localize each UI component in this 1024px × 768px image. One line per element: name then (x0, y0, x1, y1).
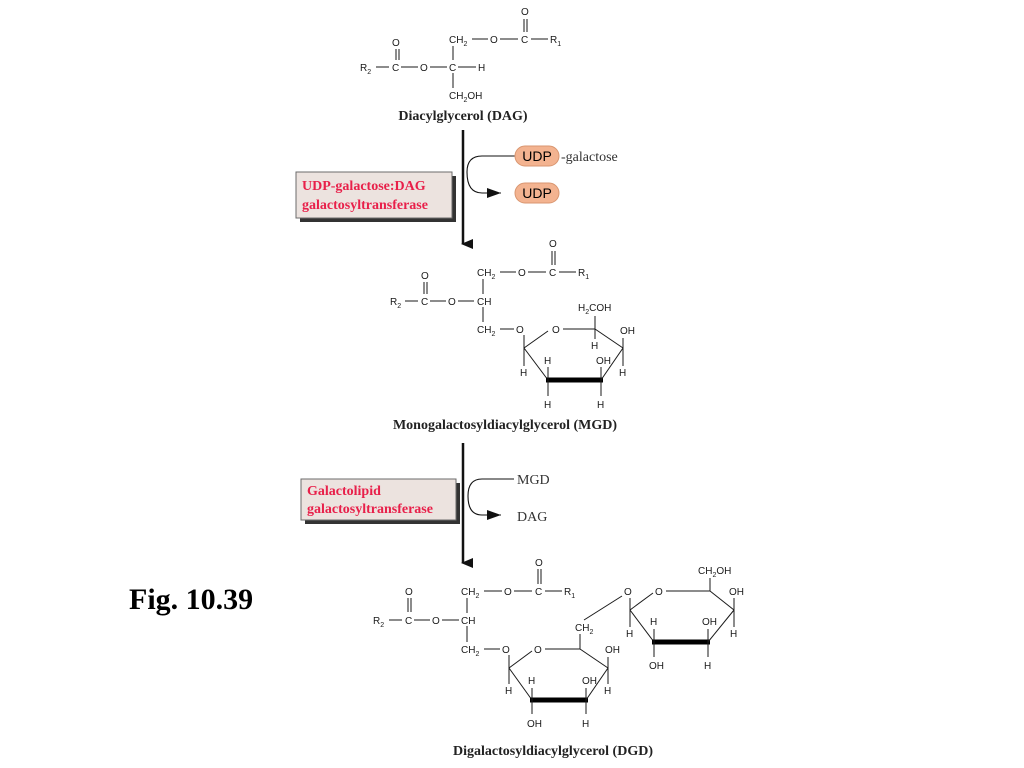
svg-text:H: H (704, 661, 711, 672)
svg-text:O: O (624, 587, 632, 598)
svg-text:O: O (405, 587, 413, 598)
svg-text:C: C (421, 297, 428, 308)
svg-text:CH: CH (461, 616, 475, 627)
svg-text:R1: R1 (550, 35, 561, 48)
svg-text:C: C (535, 587, 542, 598)
svg-text:OH: OH (620, 326, 635, 337)
dag-structure: R2 C O O C H CH2 O C O R1 CH2OH (360, 7, 561, 104)
svg-text:CH2: CH2 (477, 268, 495, 281)
figure-label: Fig. 10.39 (129, 583, 253, 616)
svg-text:C: C (521, 35, 528, 46)
svg-text:H: H (478, 63, 485, 74)
svg-text:galactosyltransferase: galactosyltransferase (307, 502, 433, 517)
svg-text:OH: OH (649, 661, 664, 672)
svg-text:CH2: CH2 (449, 35, 467, 48)
svg-text:O: O (392, 38, 400, 49)
svg-text:O: O (504, 587, 512, 598)
svg-text:H: H (597, 400, 604, 411)
enzyme-box-step2: Galactolipid galactosyltransferase (300, 478, 460, 524)
svg-text:H: H (520, 368, 527, 379)
svg-text:CH2OH: CH2OH (449, 91, 482, 104)
svg-text:C: C (405, 616, 412, 627)
svg-text:OH: OH (702, 617, 717, 628)
svg-text:C: C (549, 268, 556, 279)
svg-text:CH2: CH2 (575, 623, 593, 636)
svg-text:O: O (534, 645, 542, 656)
svg-text:OH: OH (582, 676, 597, 687)
svg-text:C: C (392, 63, 399, 74)
svg-text:O: O (420, 63, 428, 74)
mgd-label: Monogalactosyldiacylglycerol (MGD) (393, 418, 617, 433)
svg-text:UDP: UDP (522, 185, 552, 201)
svg-text:H: H (604, 686, 611, 697)
svg-text:OH: OH (605, 645, 620, 656)
svg-text:CH2: CH2 (477, 325, 495, 338)
dgd-structure: R2 C O O CH CH2 O C O R1 CH2 O O (373, 558, 744, 730)
svg-text:OH: OH (596, 356, 611, 367)
svg-text:OH: OH (527, 719, 542, 730)
svg-text:H: H (582, 719, 589, 730)
svg-text:galactosyltransferase: galactosyltransferase (302, 198, 428, 213)
svg-text:H: H (626, 629, 633, 640)
dag-product: DAG (517, 510, 547, 525)
svg-text:CH2: CH2 (461, 587, 479, 600)
svg-text:R2: R2 (360, 63, 371, 76)
svg-text:R2: R2 (390, 297, 401, 310)
svg-text:OH: OH (729, 587, 744, 598)
svg-text:H: H (528, 676, 535, 687)
svg-text:H: H (505, 686, 512, 697)
svg-text:O: O (490, 35, 498, 46)
dag-label: Diacylglycerol (DAG) (398, 109, 528, 124)
svg-text:H: H (591, 341, 598, 352)
svg-text:R1: R1 (564, 587, 575, 600)
svg-text:H: H (650, 617, 657, 628)
svg-text:R1: R1 (578, 268, 589, 281)
svg-text:O: O (535, 558, 543, 569)
svg-text:CH2: CH2 (461, 645, 479, 658)
svg-text:O: O (521, 7, 529, 18)
svg-text:H: H (619, 368, 626, 379)
svg-text:H: H (730, 629, 737, 640)
svg-text:O: O (549, 239, 557, 250)
svg-text:O: O (502, 645, 510, 656)
svg-text:UDP: UDP (522, 148, 552, 164)
svg-text:O: O (421, 271, 429, 282)
svg-text:O: O (655, 587, 663, 598)
mgd-structure: R2 C O O CH CH2 O C O R1 CH2 O O (390, 239, 635, 411)
svg-text:O: O (518, 268, 526, 279)
svg-text:O: O (516, 325, 524, 336)
svg-text:CH2OH: CH2OH (698, 566, 731, 579)
svg-text:Galactolipid: Galactolipid (307, 484, 381, 499)
svg-text:H: H (544, 400, 551, 411)
enzyme-box-step1: UDP-galactose:DAG galactosyltransferase (295, 171, 456, 222)
step1-side-arrow (466, 155, 517, 198)
svg-text:O: O (432, 616, 440, 627)
svg-text:H: H (544, 356, 551, 367)
svg-text:H2COH: H2COH (578, 303, 611, 316)
step2-side-arrow (467, 478, 514, 520)
svg-text:R2: R2 (373, 616, 384, 629)
udp-galactose-substrate: UDP -galactose (514, 145, 618, 167)
svg-text:CH: CH (477, 297, 491, 308)
svg-text:O: O (448, 297, 456, 308)
udp-product: UDP (514, 182, 560, 204)
mgd-substrate: MGD (517, 473, 550, 488)
svg-text:O: O (552, 325, 560, 336)
svg-text:-galactose: -galactose (561, 150, 618, 165)
svg-text:C: C (449, 63, 456, 74)
dgd-label: Digalactosyldiacylglycerol (DGD) (453, 744, 653, 759)
svg-text:UDP-galactose:DAG: UDP-galactose:DAG (302, 179, 426, 194)
